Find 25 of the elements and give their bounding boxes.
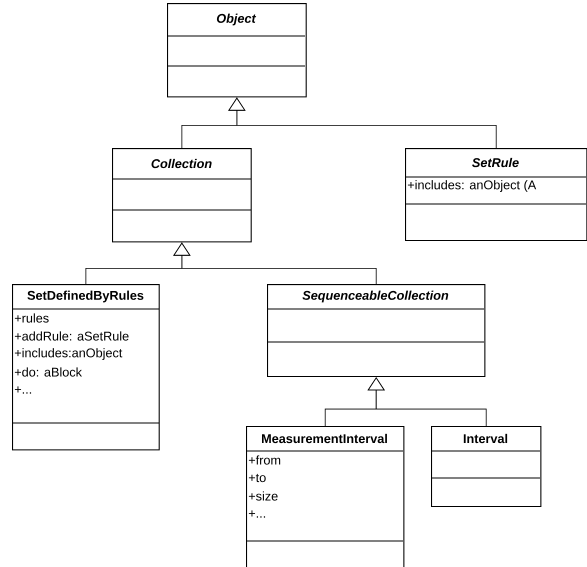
class-box — [405, 148, 587, 242]
attribute-text: +... — [248, 510, 266, 518]
attribute-text: +includes:anObject — [14, 348, 122, 360]
class-box — [267, 284, 486, 378]
attribute-text: +to — [248, 474, 266, 482]
class-name: SetDefinedByRules — [27, 290, 144, 302]
class-box — [12, 284, 160, 450]
attribute-text: +size — [248, 491, 278, 501]
class-name: Interval — [464, 434, 508, 444]
class-box — [431, 426, 542, 508]
class-name: SetRule — [472, 158, 519, 168]
attribute-text: +includes: anObject (A — [408, 180, 536, 192]
class-name: SequenceableCollection — [302, 290, 448, 302]
attribute-text: +... — [14, 386, 32, 394]
class-box — [112, 148, 252, 242]
attribute-text: +do: aBlock — [14, 367, 82, 377]
class-box — [167, 3, 307, 98]
class-box — [246, 426, 404, 567]
class-name: Collection — [152, 158, 212, 168]
inheritance-arrow — [367, 377, 487, 426]
attribute-text: +rules — [14, 313, 49, 323]
class-name: Object — [216, 14, 256, 26]
attribute-text: +from — [248, 455, 280, 465]
attribute-text: +addRule: aSetRule — [14, 331, 129, 341]
class-name: MeasurementInterval — [262, 434, 387, 444]
